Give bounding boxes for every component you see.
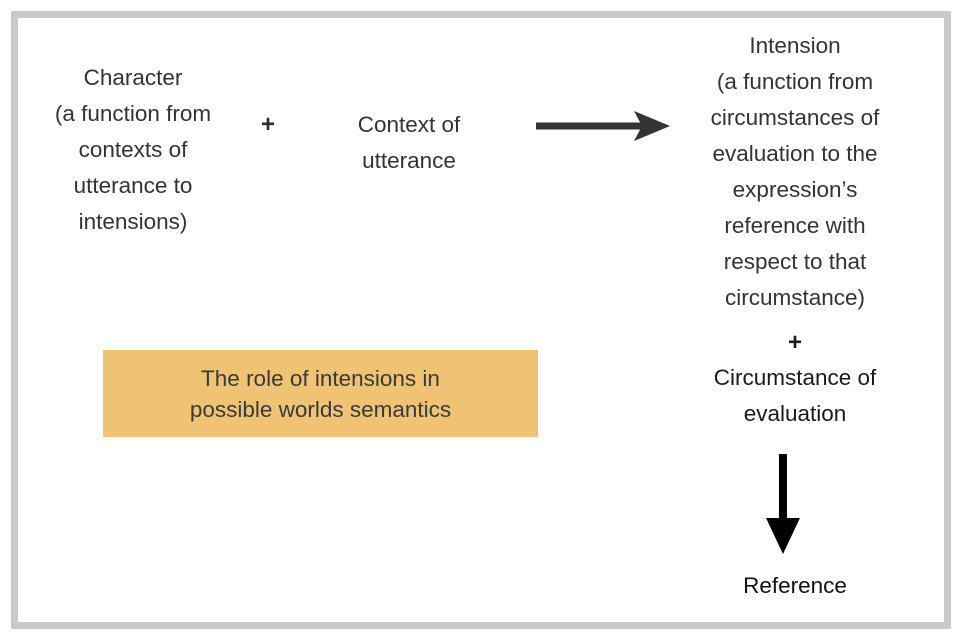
intension-definition-text: Intension (a function from circumstances… bbox=[710, 33, 880, 310]
arrow-right-icon bbox=[534, 106, 674, 146]
caption-text: The role of intensions in possible world… bbox=[189, 365, 452, 422]
context-of-utterance-text: Context of utterance bbox=[357, 112, 461, 173]
plus-operator-left: + bbox=[260, 111, 275, 138]
character-definition-text: Character (a function from contexts of u… bbox=[54, 65, 212, 234]
reference-label: Reference bbox=[743, 573, 847, 598]
plus-operator-right: + bbox=[787, 329, 802, 356]
arrow-down-icon bbox=[760, 452, 806, 556]
caption-box: The role of intensions in possible world… bbox=[103, 350, 538, 437]
circumstance-of-evaluation-text: Circumstance of evaluation bbox=[713, 365, 877, 426]
